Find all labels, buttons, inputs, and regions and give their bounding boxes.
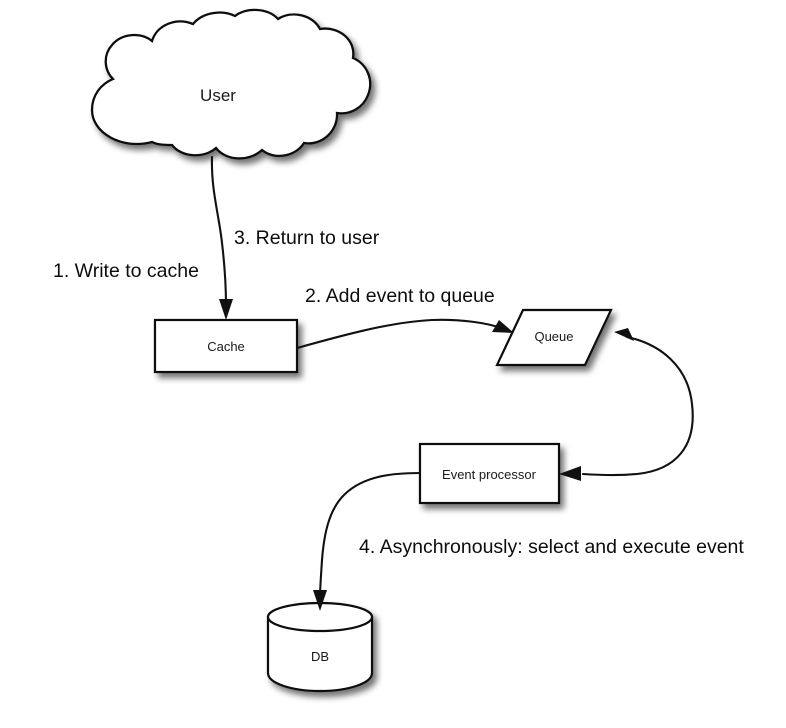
edge-cache-queue[interactable] <box>295 318 514 350</box>
edge-label-step4: 4. Asynchronously: select and execute ev… <box>359 536 744 558</box>
node-user[interactable] <box>90 8 372 160</box>
node-event-processor-label: Event processor <box>442 467 537 482</box>
node-user-label: User <box>200 86 236 105</box>
arrow-head-queue <box>492 320 514 333</box>
arrow-head-db <box>313 590 327 611</box>
node-cache-label: Cache <box>207 339 245 354</box>
edge-label-step3: 3. Return to user <box>234 227 380 249</box>
node-cache[interactable] <box>153 318 299 374</box>
edge-user-cache[interactable] <box>210 155 233 320</box>
arrow-head-queue-return <box>614 328 634 341</box>
edge-label-step2: 2. Add event to queue <box>305 285 495 307</box>
node-db-label: DB <box>311 649 329 664</box>
node-queue[interactable] <box>495 308 613 367</box>
node-db[interactable] <box>266 601 374 693</box>
edge-label-step1: 1. Write to cache <box>53 260 199 282</box>
arrow-head-event-processor <box>559 466 581 481</box>
node-queue-label: Queue <box>534 329 573 344</box>
edge-queue-processor[interactable] <box>559 328 694 481</box>
arrow-head-cache <box>219 299 233 320</box>
edge-processor-db[interactable] <box>313 471 422 611</box>
